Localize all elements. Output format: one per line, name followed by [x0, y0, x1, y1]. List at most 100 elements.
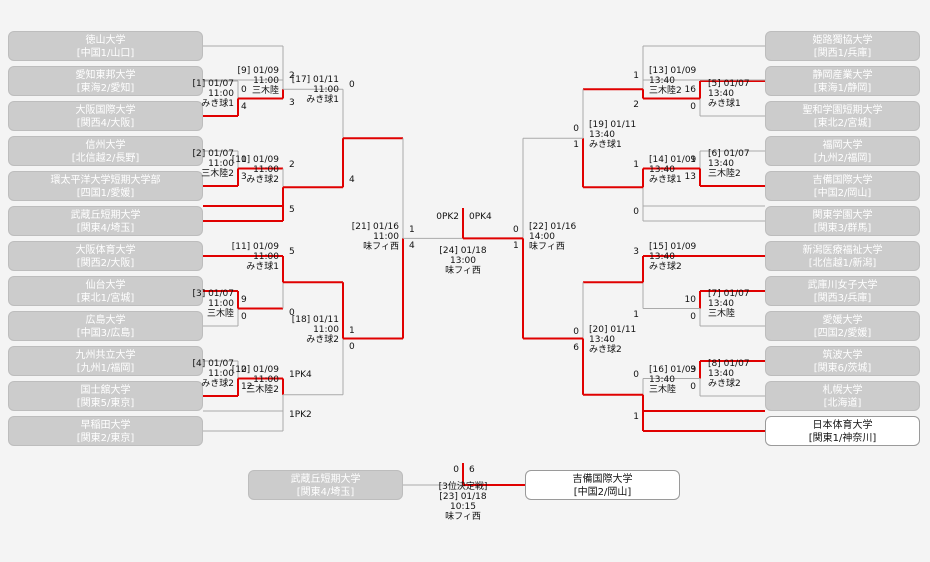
third-place-match: [23] 01/18: [439, 492, 487, 502]
score: 9: [241, 295, 247, 305]
score: 2: [289, 71, 295, 81]
match-time: 11:00: [253, 164, 279, 175]
team-left-1[interactable]: 徳山大学[中国1/山口]: [8, 31, 203, 61]
match-no: [9] 01/09: [237, 66, 279, 76]
match-venue: みき球1: [201, 99, 234, 109]
team-name: 愛媛大学: [822, 315, 863, 326]
team-left-12[interactable]: 早稲田大学[関東2/東京]: [8, 416, 203, 446]
team-left-7[interactable]: 大阪体育大学[関西2/大阪]: [8, 241, 203, 271]
team-left-10[interactable]: 九州共立大学[九州1/福岡]: [8, 346, 203, 376]
team-right-1[interactable]: 姫路獨協大学[関西1/兵庫]: [765, 31, 920, 61]
team-right-8[interactable]: 武庫川女子大学[関西3/兵庫]: [765, 276, 920, 306]
team-left-5[interactable]: 環太平洋大学短期大学部[四国1/愛媛]: [8, 171, 203, 201]
score: 1PK4: [289, 369, 312, 380]
score: 1: [690, 155, 696, 165]
match-no: [20] 01/11: [589, 324, 637, 335]
match-venue: 三木陸: [649, 384, 677, 395]
score: 0: [349, 341, 355, 352]
team-name: 広島大学: [85, 315, 126, 326]
score: 1: [349, 325, 355, 336]
match-no: [5] 01/07: [708, 79, 750, 89]
team-name: 信州大学: [85, 140, 126, 151]
team-region: [中国2/岡山]: [573, 487, 632, 498]
team-left-4[interactable]: 信州大学[北信越2/長野]: [8, 136, 203, 166]
team-left-9[interactable]: 広島大学[中国3/広島]: [8, 311, 203, 341]
score: 0: [690, 102, 696, 112]
match-no: [6] 01/07: [708, 149, 750, 159]
match-no: [11] 01/09: [231, 242, 279, 252]
team-right-6[interactable]: 関東学園大学[関東3/群馬]: [765, 206, 920, 236]
match-time: 11:00: [208, 159, 234, 169]
team-right-9[interactable]: 愛媛大学[四国2/愛媛]: [765, 311, 920, 341]
third-place-left-team[interactable]: 武蔵丘短期大学[関東4/埼玉]: [248, 470, 403, 500]
team-region: [関東5/東京]: [76, 398, 135, 409]
match-time: 13:40: [589, 130, 615, 141]
team-name: 大阪国際大学: [75, 105, 136, 116]
team-right-12[interactable]: 日本体育大学[関東1/神奈川]: [765, 416, 920, 446]
team-name: 聖和学園短期大学: [802, 105, 883, 116]
match-time: 11:00: [253, 76, 279, 86]
team-region: [関東3/群馬]: [813, 223, 872, 234]
team-region: [関西2/大阪]: [76, 258, 135, 269]
match-time: 11:00: [313, 85, 339, 96]
score: 0: [241, 312, 247, 322]
score: 0: [690, 382, 696, 392]
score: 1: [633, 412, 639, 422]
match-venue: 三木陸2: [649, 86, 682, 96]
team-right-10[interactable]: 筑波大学[関東6/茨城]: [765, 346, 920, 376]
team-right-7[interactable]: 新潟医療福祉大学[北信越1/新潟]: [765, 241, 920, 271]
team-right-11[interactable]: 札幌大学[北海道]: [765, 381, 920, 411]
score: 0: [513, 225, 519, 236]
score: 2: [289, 159, 295, 170]
score: 1: [633, 159, 639, 170]
team-left-8[interactable]: 仙台大学[東北1/宮城]: [8, 276, 203, 306]
third-score-right: 6: [469, 465, 475, 475]
score: 3: [289, 97, 295, 108]
team-right-3[interactable]: 聖和学園短期大学 [東北2/宮城]: [765, 101, 920, 131]
team-left-2[interactable]: 愛知東邦大学[東海2/愛知]: [8, 66, 203, 96]
third-place-time: 10:15: [450, 502, 476, 512]
team-left-11[interactable]: 国士舘大学[関東5/東京]: [8, 381, 203, 411]
match-no: [16] 01/09: [649, 364, 697, 375]
match-time: 13:40: [649, 374, 675, 385]
score: 5: [289, 205, 295, 215]
team-right-4[interactable]: 福岡大学[九州2/福岡]: [765, 136, 920, 166]
team-name: 武庫川女子大学: [807, 280, 878, 291]
team-region: [関東4/埼玉]: [296, 487, 355, 498]
match-no: [10] 01/09: [231, 154, 279, 165]
team-region: [関東2/東京]: [76, 433, 135, 444]
team-name: 札幌大学: [822, 385, 863, 396]
score: 13: [684, 172, 696, 182]
match-no: [3] 01/07: [192, 289, 234, 299]
score: 4: [349, 175, 355, 186]
match-no: [24] 01/18: [439, 246, 487, 257]
third-score-left: 0: [453, 465, 459, 475]
match-no: [19] 01/11: [589, 120, 637, 131]
team-left-3[interactable]: 大阪国際大学 [関西4/大阪]: [8, 101, 203, 131]
team-region: [関西4/大阪]: [76, 118, 135, 129]
team-name: 筑波大学: [822, 350, 863, 361]
third-place-right-team[interactable]: 吉備国際大学[中国2/岡山]: [525, 470, 680, 500]
team-left-6[interactable]: 武蔵丘短期大学[関東4/埼玉]: [8, 206, 203, 236]
score: 0: [289, 307, 295, 318]
team-region: [東北2/宮城]: [813, 118, 872, 129]
match-no: [1] 01/07: [192, 79, 234, 89]
score: 1PK2: [289, 410, 312, 420]
match-venue: みき球2: [649, 262, 682, 272]
team-right-2[interactable]: 静岡産業大学[東海1/静岡]: [765, 66, 920, 96]
match-time: 13:40: [708, 369, 734, 379]
match-no: [22] 01/16: [529, 222, 577, 233]
team-right-5[interactable]: 吉備国際大学[中国2/岡山]: [765, 171, 920, 201]
match-venue: 三木陸2: [246, 384, 279, 395]
match-time: 11:00: [208, 299, 234, 309]
team-region: [東北1/宮城]: [76, 293, 135, 304]
